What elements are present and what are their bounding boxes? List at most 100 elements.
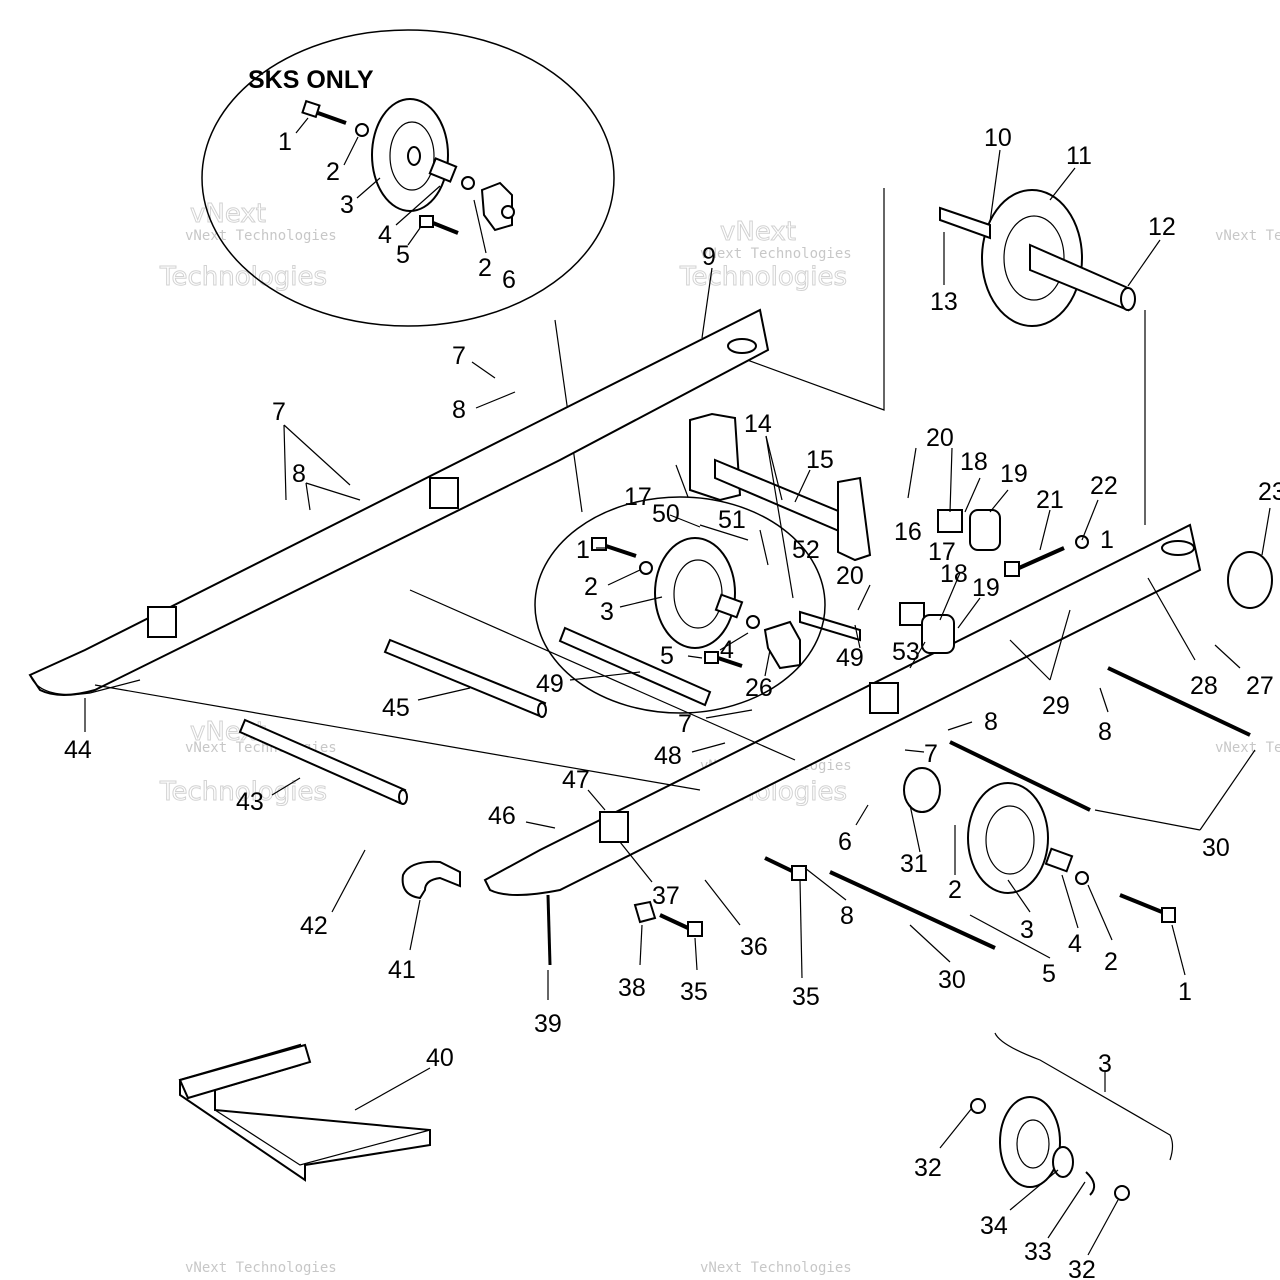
- watermark-text: vNext: [190, 199, 266, 229]
- callout-32: 32: [1068, 1256, 1096, 1280]
- watermark-text: Technologies: [679, 262, 847, 292]
- bolt-part: [1119, 893, 1176, 923]
- watermark-text: vNext: [720, 217, 796, 247]
- detail-wheel-part: [999, 1096, 1061, 1188]
- callout-4: 4: [720, 636, 734, 664]
- callout-7: 7: [272, 398, 286, 426]
- inset-title: SKS ONLY: [248, 66, 374, 94]
- slide-rails: [28, 308, 1251, 950]
- callout-5: 5: [396, 241, 410, 269]
- left-slide-rail: [28, 308, 770, 696]
- callout-2: 2: [948, 876, 962, 904]
- inset-oval: [201, 29, 615, 327]
- spacer-part: [1044, 847, 1074, 873]
- axle-stub-part: [939, 206, 991, 240]
- callout-6: 6: [502, 266, 516, 294]
- callout-2: 2: [1104, 948, 1118, 976]
- callout-44: 44: [64, 736, 92, 764]
- nut-part: [633, 900, 657, 924]
- bumper-part: [903, 767, 941, 813]
- bushing-part: [921, 614, 955, 654]
- long-bolt-part: [949, 740, 1091, 812]
- callout-42: 42: [300, 912, 328, 940]
- callout-7: 7: [924, 740, 938, 768]
- callout-37: 37: [652, 882, 680, 910]
- callout-3: 3: [600, 598, 614, 626]
- snap-ring-part: [1085, 1171, 1096, 1196]
- callout-41: 41: [388, 956, 416, 984]
- bearing-part: [1052, 1146, 1074, 1178]
- callout-3: 3: [340, 191, 354, 219]
- callout-8: 8: [292, 460, 306, 488]
- rail-tip-part: [401, 860, 461, 900]
- callout-20: 20: [926, 424, 954, 452]
- callout-8: 8: [984, 708, 998, 736]
- callout-39: 39: [534, 1010, 562, 1038]
- callout-48: 48: [654, 742, 682, 770]
- bracket-brace: [994, 1032, 1174, 1161]
- callout-28: 28: [1190, 672, 1218, 700]
- bolt-part: [301, 99, 347, 125]
- watermark-text: vNext Technologies: [185, 228, 337, 244]
- nut-part: [501, 205, 515, 219]
- rivet-part: [546, 894, 552, 966]
- callout-49: 49: [536, 670, 564, 698]
- callout-35: 35: [792, 983, 820, 1011]
- callout-6: 6: [838, 828, 852, 856]
- washer-part: [970, 1098, 986, 1114]
- bumper-part: [1227, 551, 1273, 609]
- callout-22: 22: [1090, 472, 1118, 500]
- callout-11: 11: [1066, 142, 1092, 170]
- washer-part: [1114, 1185, 1130, 1201]
- callout-7: 7: [678, 710, 692, 738]
- washer-part: [1075, 871, 1089, 885]
- callout-8: 8: [452, 396, 466, 424]
- callout-20: 20: [836, 562, 864, 590]
- callout-5: 5: [660, 642, 674, 670]
- callout-23: 23: [1258, 478, 1280, 506]
- callout-8: 8: [1098, 718, 1112, 746]
- bushing-part: [969, 509, 1001, 551]
- callout-32: 32: [914, 1154, 942, 1182]
- slide-wear-strip: [178, 1043, 431, 1182]
- callout-17: 17: [928, 538, 956, 566]
- watermark-text: vNext Technologies: [1215, 740, 1280, 756]
- callout-29: 29: [1042, 692, 1070, 720]
- callout-50: 50: [652, 500, 680, 528]
- torque-arm-bracket: [837, 476, 872, 562]
- callout-4: 4: [1068, 930, 1082, 958]
- callout-52: 52: [792, 536, 820, 564]
- idler-wheel-part: [967, 782, 1049, 894]
- callout-12: 12: [1148, 213, 1176, 241]
- callout-47: 47: [562, 766, 590, 794]
- slide-clip-part: [147, 606, 177, 638]
- callout-16: 16: [894, 518, 922, 546]
- callout-26: 26: [745, 674, 773, 702]
- callout-1: 1: [576, 536, 590, 564]
- bolt-part: [764, 856, 807, 881]
- callout-31: 31: [900, 850, 928, 878]
- bolt-part: [704, 651, 743, 668]
- bolt-part: [591, 537, 637, 558]
- callout-21: 21: [1036, 486, 1064, 514]
- callout-10: 10: [984, 124, 1012, 152]
- bracket-part: [480, 181, 513, 232]
- callout-40: 40: [426, 1044, 454, 1072]
- washer-part: [461, 176, 475, 190]
- cross-shaft-49: [558, 626, 712, 707]
- callout-46: 46: [488, 802, 516, 830]
- callout-labels: 1 2 3 4 5 2 6 10 11 12 13 9 7 8 7 8 14 1…: [64, 124, 1280, 1280]
- idler-wheel-part: [654, 537, 736, 649]
- leader-lines: [84, 117, 1271, 1256]
- callout-1: 1: [1100, 526, 1114, 554]
- callout-3: 3: [1098, 1050, 1112, 1078]
- callout-2: 2: [478, 254, 492, 282]
- watermarks: vNext Technologies vNext Technologies vN…: [159, 199, 1280, 1277]
- mid-idler-inset: [534, 496, 826, 714]
- callout-19: 19: [1000, 460, 1028, 488]
- callout-4: 4: [378, 221, 392, 249]
- callout-2: 2: [584, 573, 598, 601]
- washer-part: [639, 561, 653, 575]
- callout-13: 13: [930, 288, 958, 316]
- callout-35: 35: [680, 978, 708, 1006]
